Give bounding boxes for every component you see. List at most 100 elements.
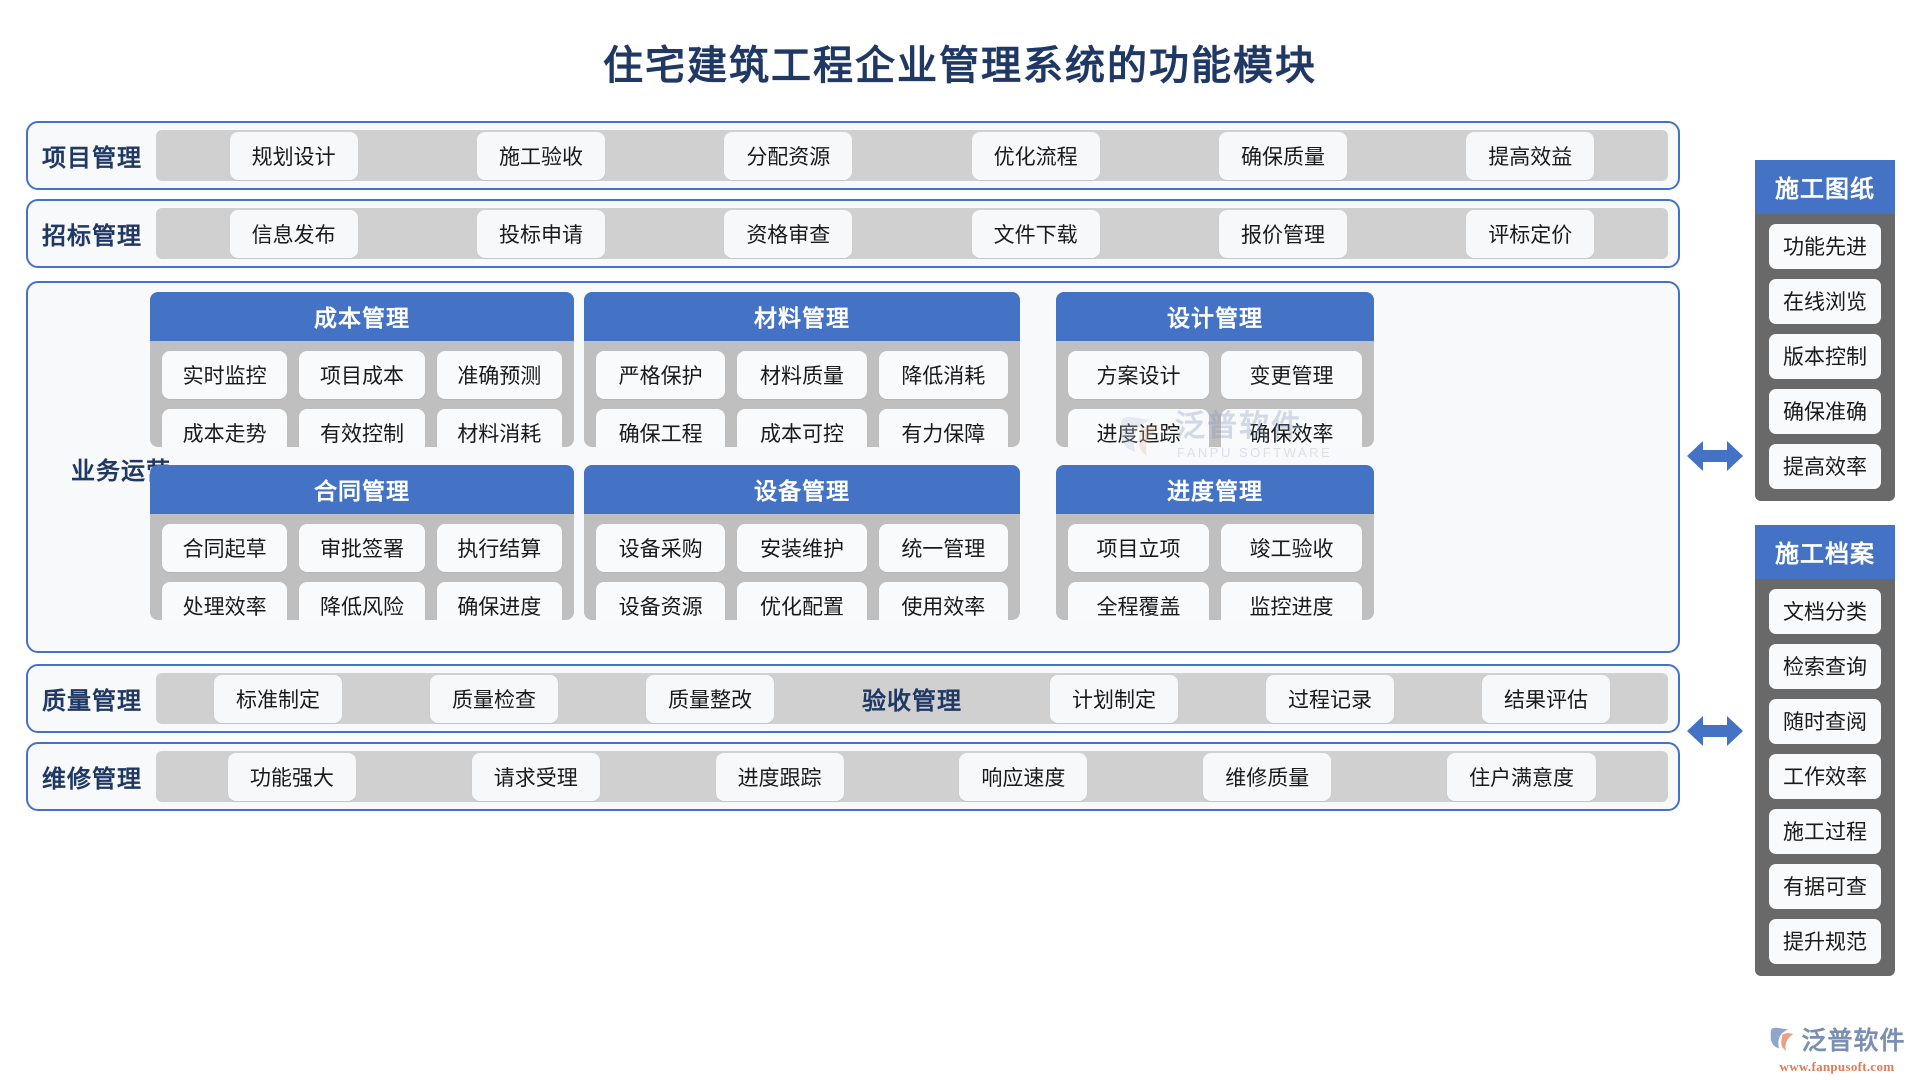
pill-material-4[interactable]: 成本可控 bbox=[737, 409, 867, 447]
pill-cost-4[interactable]: 有效控制 bbox=[299, 409, 425, 447]
row-band-bidding: 信息发布 投标申请 资格审查 文件下载 报价管理 评标定价 bbox=[156, 208, 1668, 259]
panel-row: 方案设计 变更管理 bbox=[1068, 351, 1362, 399]
pill-material-5[interactable]: 有力保障 bbox=[878, 409, 1008, 447]
logo-text: 泛普软件 bbox=[1801, 1027, 1906, 1055]
pill-design-3[interactable]: 确保效率 bbox=[1221, 409, 1362, 447]
pill-bidding-5[interactable]: 评标定价 bbox=[1466, 209, 1595, 258]
side-item-archives-1[interactable]: 检索查询 bbox=[1769, 644, 1881, 689]
side-item-archives-4[interactable]: 施工过程 bbox=[1769, 809, 1881, 854]
row-quality-management: 质量管理 标准制定 质量检查 质量整改 验收管理 计划制定 过程记录 结果评估 bbox=[26, 664, 1680, 733]
side-item-drawings-3[interactable]: 确保准确 bbox=[1769, 389, 1881, 434]
side-item-drawings-4[interactable]: 提高效率 bbox=[1769, 444, 1881, 489]
pill-contract-5[interactable]: 确保进度 bbox=[436, 582, 562, 620]
panel-body-schedule: 项目立项 竣工验收 全程覆盖 监控进度 bbox=[1056, 514, 1374, 620]
pill-bidding-2[interactable]: 资格审查 bbox=[724, 209, 853, 258]
side-item-archives-6[interactable]: 提升规范 bbox=[1769, 919, 1881, 964]
pill-cost-1[interactable]: 项目成本 bbox=[299, 351, 425, 399]
panel-row: 进度追踪 确保效率 bbox=[1068, 409, 1362, 447]
side-panel-construction-archives: 施工档案 文档分类 检索查询 随时查阅 工作效率 施工过程 有据可查 提升规范 bbox=[1755, 525, 1895, 976]
pill-project-3[interactable]: 优化流程 bbox=[971, 131, 1100, 180]
pill-bidding-3[interactable]: 文件下载 bbox=[971, 209, 1100, 258]
pill-contract-2[interactable]: 执行结算 bbox=[436, 524, 562, 572]
double-arrow-icon-archives bbox=[1687, 710, 1743, 752]
logo-row: 泛普软件 bbox=[1762, 1026, 1912, 1057]
panel-body-cost: 实时监控 项目成本 准确预测 成本走势 有效控制 材料消耗 bbox=[150, 341, 574, 447]
business-operations-box: 业务运营 成本管理 实时监控 项目成本 准确预测 成本走势 有效控制 材料消耗 … bbox=[26, 281, 1680, 653]
row-label-maintenance: 维修管理 bbox=[42, 766, 142, 793]
panel-body-contract: 合同起草 审批签署 执行结算 处理效率 降低风险 确保进度 bbox=[150, 514, 574, 620]
pill-acceptance-1[interactable]: 过程记录 bbox=[1266, 674, 1394, 723]
pill-contract-1[interactable]: 审批签署 bbox=[299, 524, 425, 572]
pill-quality-2[interactable]: 质量整改 bbox=[646, 674, 774, 723]
pill-project-0[interactable]: 规划设计 bbox=[229, 131, 358, 180]
pill-maintenance-2[interactable]: 进度跟踪 bbox=[715, 752, 844, 801]
pill-schedule-2[interactable]: 全程覆盖 bbox=[1068, 582, 1209, 620]
pill-schedule-3[interactable]: 监控进度 bbox=[1221, 582, 1362, 620]
pill-acceptance-0[interactable]: 计划制定 bbox=[1050, 674, 1178, 723]
side-item-drawings-0[interactable]: 功能先进 bbox=[1769, 224, 1881, 269]
side-item-archives-2[interactable]: 随时查阅 bbox=[1769, 699, 1881, 744]
panel-row: 处理效率 降低风险 确保进度 bbox=[162, 582, 562, 620]
pill-contract-3[interactable]: 处理效率 bbox=[162, 582, 288, 620]
pill-material-0[interactable]: 严格保护 bbox=[596, 351, 726, 399]
pill-acceptance-2[interactable]: 结果评估 bbox=[1482, 674, 1610, 723]
pill-maintenance-5[interactable]: 住户满意度 bbox=[1447, 752, 1597, 801]
fanpu-logo-icon bbox=[1768, 1026, 1796, 1057]
double-arrow-icon-drawings bbox=[1687, 435, 1743, 477]
pill-project-5[interactable]: 提高效益 bbox=[1466, 131, 1595, 180]
side-panel-title-archives: 施工档案 bbox=[1755, 525, 1895, 579]
side-panel-construction-drawings: 施工图纸 功能先进 在线浏览 版本控制 确保准确 提高效率 bbox=[1755, 160, 1895, 501]
panel-title-cost: 成本管理 bbox=[150, 292, 574, 341]
side-item-drawings-1[interactable]: 在线浏览 bbox=[1769, 279, 1881, 324]
pill-material-3[interactable]: 确保工程 bbox=[596, 409, 726, 447]
pill-equipment-5[interactable]: 使用效率 bbox=[878, 582, 1008, 620]
pill-material-2[interactable]: 降低消耗 bbox=[878, 351, 1008, 399]
panel-body-design: 方案设计 变更管理 进度追踪 确保效率 bbox=[1056, 341, 1374, 447]
panel-cost-management: 成本管理 实时监控 项目成本 准确预测 成本走势 有效控制 材料消耗 bbox=[150, 292, 574, 447]
pill-quality-0[interactable]: 标准制定 bbox=[214, 674, 342, 723]
pill-project-2[interactable]: 分配资源 bbox=[724, 131, 853, 180]
panel-design-management: 设计管理 方案设计 变更管理 进度追踪 确保效率 bbox=[1056, 292, 1374, 447]
side-item-archives-0[interactable]: 文档分类 bbox=[1769, 589, 1881, 634]
panel-title-schedule: 进度管理 bbox=[1056, 465, 1374, 514]
pill-material-1[interactable]: 材料质量 bbox=[737, 351, 867, 399]
side-item-drawings-2[interactable]: 版本控制 bbox=[1769, 334, 1881, 379]
row-maintenance-management: 维修管理 功能强大 请求受理 进度跟踪 响应速度 维修质量 住户满意度 bbox=[26, 742, 1680, 811]
panel-row: 确保工程 成本可控 有力保障 bbox=[596, 409, 1008, 447]
pill-maintenance-0[interactable]: 功能强大 bbox=[227, 752, 356, 801]
panel-row: 项目立项 竣工验收 bbox=[1068, 524, 1362, 572]
pill-equipment-3[interactable]: 设备资源 bbox=[596, 582, 726, 620]
pill-design-0[interactable]: 方案设计 bbox=[1068, 351, 1209, 399]
pill-bidding-1[interactable]: 投标申请 bbox=[476, 209, 605, 258]
pill-bidding-0[interactable]: 信息发布 bbox=[229, 209, 358, 258]
pill-schedule-0[interactable]: 项目立项 bbox=[1068, 524, 1209, 572]
row-bidding-management: 招标管理 信息发布 投标申请 资格审查 文件下载 报价管理 评标定价 bbox=[26, 199, 1680, 268]
pill-maintenance-1[interactable]: 请求受理 bbox=[471, 752, 600, 801]
pill-contract-4[interactable]: 降低风险 bbox=[299, 582, 425, 620]
pill-bidding-4[interactable]: 报价管理 bbox=[1218, 209, 1347, 258]
row-band-quality: 标准制定 质量检查 质量整改 验收管理 计划制定 过程记录 结果评估 bbox=[156, 673, 1668, 724]
pill-contract-0[interactable]: 合同起草 bbox=[162, 524, 288, 572]
pill-cost-0[interactable]: 实时监控 bbox=[162, 351, 288, 399]
pill-maintenance-4[interactable]: 维修质量 bbox=[1203, 752, 1332, 801]
pill-maintenance-3[interactable]: 响应速度 bbox=[959, 752, 1088, 801]
side-item-archives-5[interactable]: 有据可查 bbox=[1769, 864, 1881, 909]
pill-equipment-0[interactable]: 设备采购 bbox=[596, 524, 726, 572]
row-band-project: 规划设计 施工验收 分配资源 优化流程 确保质量 提高效益 bbox=[156, 130, 1668, 181]
pill-equipment-2[interactable]: 统一管理 bbox=[878, 524, 1008, 572]
pill-design-1[interactable]: 变更管理 bbox=[1221, 351, 1362, 399]
side-item-archives-3[interactable]: 工作效率 bbox=[1769, 754, 1881, 799]
pill-project-4[interactable]: 确保质量 bbox=[1218, 131, 1347, 180]
pill-cost-2[interactable]: 准确预测 bbox=[436, 351, 562, 399]
panel-title-design: 设计管理 bbox=[1056, 292, 1374, 341]
pill-quality-1[interactable]: 质量检查 bbox=[430, 674, 558, 723]
pill-equipment-4[interactable]: 优化配置 bbox=[737, 582, 867, 620]
pill-equipment-1[interactable]: 安装维护 bbox=[737, 524, 867, 572]
pill-design-2[interactable]: 进度追踪 bbox=[1068, 409, 1209, 447]
pill-schedule-1[interactable]: 竣工验收 bbox=[1221, 524, 1362, 572]
panel-row: 设备采购 安装维护 统一管理 bbox=[596, 524, 1008, 572]
pill-project-1[interactable]: 施工验收 bbox=[476, 131, 605, 180]
pill-cost-5[interactable]: 材料消耗 bbox=[436, 409, 562, 447]
pill-cost-3[interactable]: 成本走势 bbox=[162, 409, 288, 447]
double-arrow-svg bbox=[1687, 441, 1743, 471]
